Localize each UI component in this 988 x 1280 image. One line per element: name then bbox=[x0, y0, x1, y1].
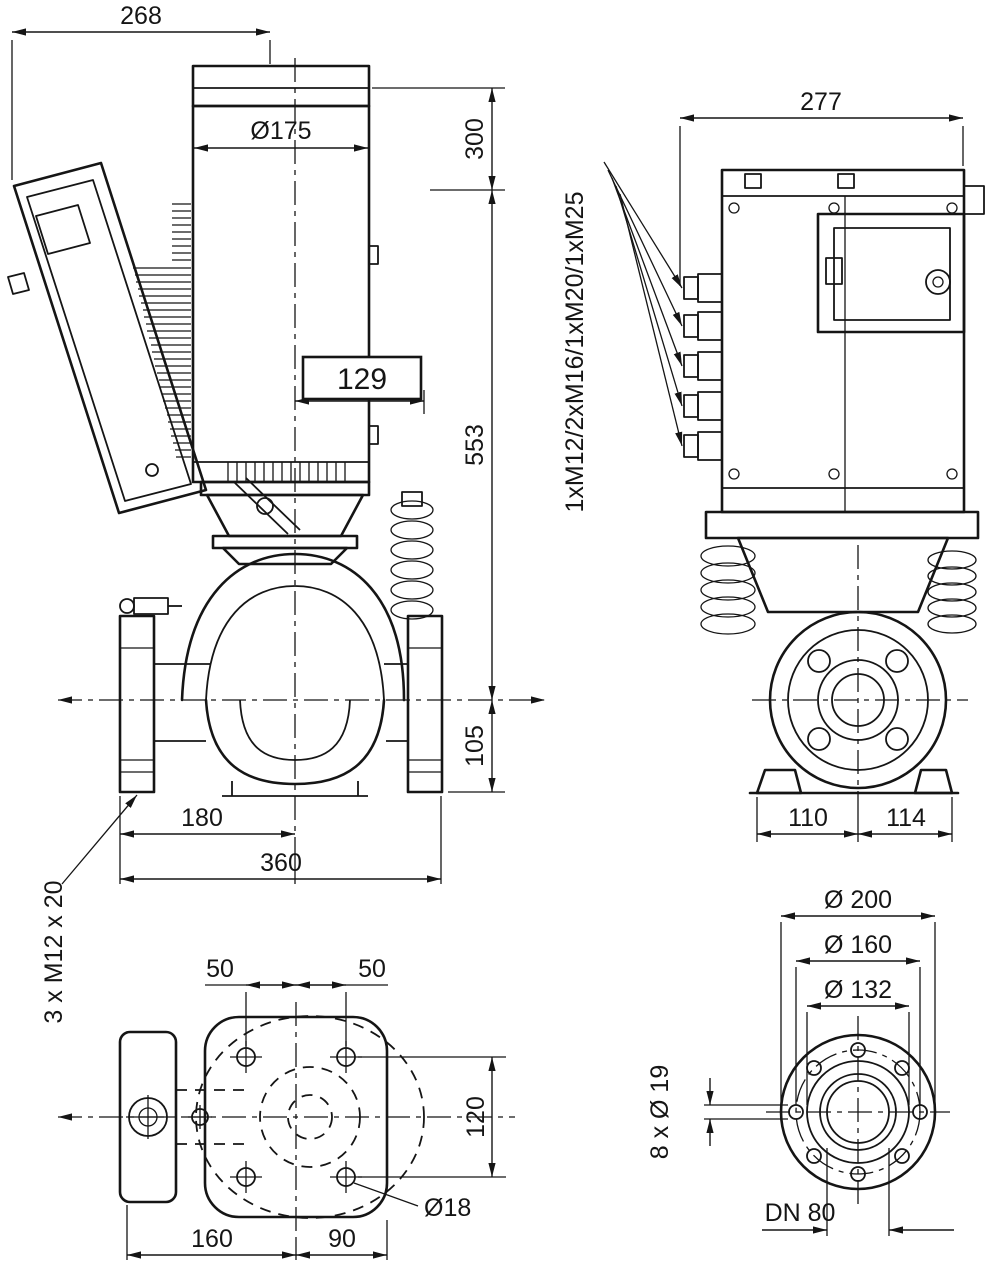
flange-view: Ø 200 Ø 160 Ø 132 8 x Ø 19 DN 80 bbox=[646, 886, 954, 1236]
dim-129-label: 129 bbox=[337, 363, 387, 396]
dim-base-widths: 180 360 bbox=[119, 796, 442, 884]
dim-160-label: 160 bbox=[191, 1225, 233, 1253]
module-display bbox=[35, 204, 91, 255]
pump-front bbox=[700, 510, 980, 795]
terminal-fins bbox=[227, 462, 346, 482]
dim-90-label: 90 bbox=[328, 1225, 356, 1253]
dim-120-label: 120 bbox=[462, 1096, 490, 1138]
front-view: 1xM12/2xM16/1xM20/1xM25 277 bbox=[561, 88, 985, 842]
electronic-module bbox=[7, 161, 208, 515]
dim-front-width: 277 bbox=[679, 88, 964, 286]
dim-flange-outer: Ø 200 bbox=[780, 886, 936, 1105]
dim-d132-label: Ø 132 bbox=[824, 976, 892, 1004]
flange-bottom-view bbox=[118, 1030, 244, 1204]
dim-overall-depth: 268 bbox=[11, 2, 271, 180]
bolt-circle bbox=[795, 1049, 921, 1175]
motor-front bbox=[720, 168, 985, 514]
cooling-coil-left bbox=[700, 545, 756, 635]
module-connector bbox=[7, 272, 30, 295]
dim-268-label: 268 bbox=[120, 2, 162, 30]
cable-glands-label: 1xM12/2xM16/1xM20/1xM25 bbox=[561, 192, 589, 513]
dim-d175-label: Ø175 bbox=[250, 117, 311, 145]
dim-motor-diameter: Ø175 bbox=[194, 117, 368, 152]
coupling-hub bbox=[256, 497, 274, 515]
discharge-flange bbox=[406, 614, 444, 794]
base-view: 50 50 120 Ø18 160 90 bbox=[58, 955, 515, 1260]
volute-casing bbox=[119, 552, 408, 797]
volute-foot bbox=[222, 781, 368, 797]
clamp-bolt bbox=[233, 481, 289, 535]
cooling-coil-right bbox=[927, 550, 977, 634]
bolt-holes-label: 8 x Ø 19 bbox=[646, 1065, 674, 1160]
dim-d18-label: Ø18 bbox=[424, 1194, 471, 1222]
dim-nominal-bore: DN 80 bbox=[762, 1148, 954, 1236]
dim-hole-offsets: 50 50 bbox=[205, 955, 388, 1046]
foot-bolts-label: 3 x M12 x 20 bbox=[40, 880, 68, 1023]
drain-plug bbox=[133, 597, 169, 615]
lifting-lug bbox=[963, 185, 985, 215]
dim-base-lengths: 160 90 bbox=[126, 1205, 388, 1260]
dim-110-label: 110 bbox=[788, 804, 828, 832]
drain-spring bbox=[390, 491, 434, 620]
dim-300-label: 300 bbox=[461, 118, 489, 160]
dim-hole-rows: 120 bbox=[358, 1056, 506, 1178]
foot-bolts-callout: 3 x M12 x 20 bbox=[40, 794, 138, 1024]
side-view: 268 Ø175 300 553 105 129 180 bbox=[7, 2, 545, 1024]
dim-d200-label: Ø 200 bbox=[824, 886, 892, 914]
dim-front-axis: 110 114 bbox=[756, 797, 953, 842]
module-button bbox=[145, 463, 159, 477]
motor-foot-plate bbox=[203, 1015, 389, 1219]
port-pipes bbox=[154, 663, 408, 742]
dim-277-label: 277 bbox=[800, 88, 842, 116]
dim-bolt-circle: Ø 160 bbox=[795, 931, 921, 1105]
nominal-bore-label: DN 80 bbox=[765, 1199, 836, 1227]
terminal-knob bbox=[925, 269, 951, 295]
foot-left bbox=[755, 768, 803, 795]
foot-right bbox=[913, 768, 954, 795]
terminal-box bbox=[816, 212, 966, 334]
dim-105-label: 105 bbox=[461, 725, 489, 767]
suction-flange bbox=[118, 614, 156, 794]
dim-180-label: 180 bbox=[181, 804, 223, 832]
coupling-lantern bbox=[199, 477, 371, 566]
dim-50-right-label: 50 bbox=[358, 955, 386, 983]
dim-bolt-holes: 8 x Ø 19 bbox=[646, 1065, 788, 1160]
dim-d160-label: Ø 160 bbox=[824, 931, 892, 959]
dim-50-left-label: 50 bbox=[206, 955, 234, 983]
dim-553-label: 553 bbox=[461, 424, 489, 466]
cable-gland-leaders bbox=[603, 161, 683, 447]
hole-diameter-callout: Ø18 bbox=[353, 1182, 471, 1222]
dim-module-width: 129 bbox=[295, 355, 425, 414]
volute-hidden-outline bbox=[195, 1015, 425, 1219]
dim-heights: 300 553 105 bbox=[372, 87, 505, 793]
flange-outer bbox=[768, 610, 948, 790]
dim-raised-face: Ø 132 bbox=[806, 976, 910, 1105]
flange-face bbox=[779, 1033, 937, 1191]
dim-114-label: 114 bbox=[886, 804, 926, 832]
dim-360-label: 360 bbox=[260, 849, 302, 877]
cable-glands bbox=[683, 273, 723, 461]
